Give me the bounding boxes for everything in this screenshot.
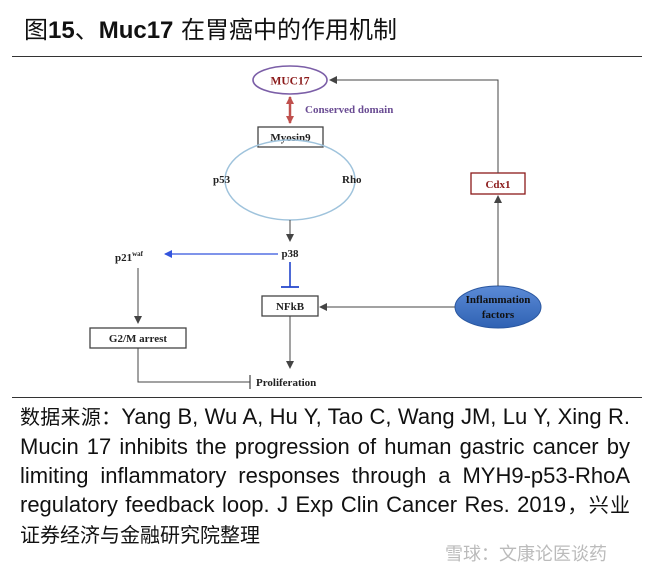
inflammation-label-line2: factors	[482, 309, 515, 321]
proliferation-label: Proliferation	[256, 377, 316, 389]
watermark: 雪球：文康论医谈药	[445, 544, 607, 565]
g2m-inhibits-proliferation	[137, 348, 250, 383]
figure-title: 图15、Muc17 在胃癌中的作用机制	[24, 16, 398, 44]
source-institute: 兴业证券经济与金融研究院整理	[20, 493, 631, 547]
source-note: 数据来源：Yang B, Wu A, Hu Y, Tao C, Wang JM,…	[20, 404, 631, 547]
p38-label: p38	[281, 248, 299, 260]
inflammation-label-line1: Inflammation	[466, 294, 531, 306]
p53-label: p53	[213, 174, 231, 186]
muc17-label: MUC17	[271, 76, 310, 88]
conserved-domain-label: Conserved domain	[305, 104, 393, 116]
feedback-loop	[224, 139, 356, 221]
cdx1-to-muc17-arrow	[329, 76, 499, 173]
source-citation: Yang B, Wu A, Hu Y, Tao C, Wang JM, Lu Y…	[20, 404, 630, 517]
mechanism-diagram: MUC17 Conserved domain Myosin9 p53 Rho p…	[89, 65, 542, 389]
source-rule	[12, 397, 642, 398]
nfkb-label: NFkB	[276, 301, 305, 313]
cdx1-label: Cdx1	[485, 179, 510, 191]
source-label: 数据来源：	[20, 405, 122, 429]
rho-label: Rho	[342, 174, 362, 186]
muc17-ellipse	[252, 65, 328, 95]
p21-label: p21waf	[115, 250, 144, 264]
g2m-label: G2/M arrest	[109, 333, 167, 345]
myosin9-label: Myosin9	[270, 132, 311, 144]
inflammation-factors-ellipse	[454, 285, 542, 329]
title-rule	[12, 56, 642, 57]
